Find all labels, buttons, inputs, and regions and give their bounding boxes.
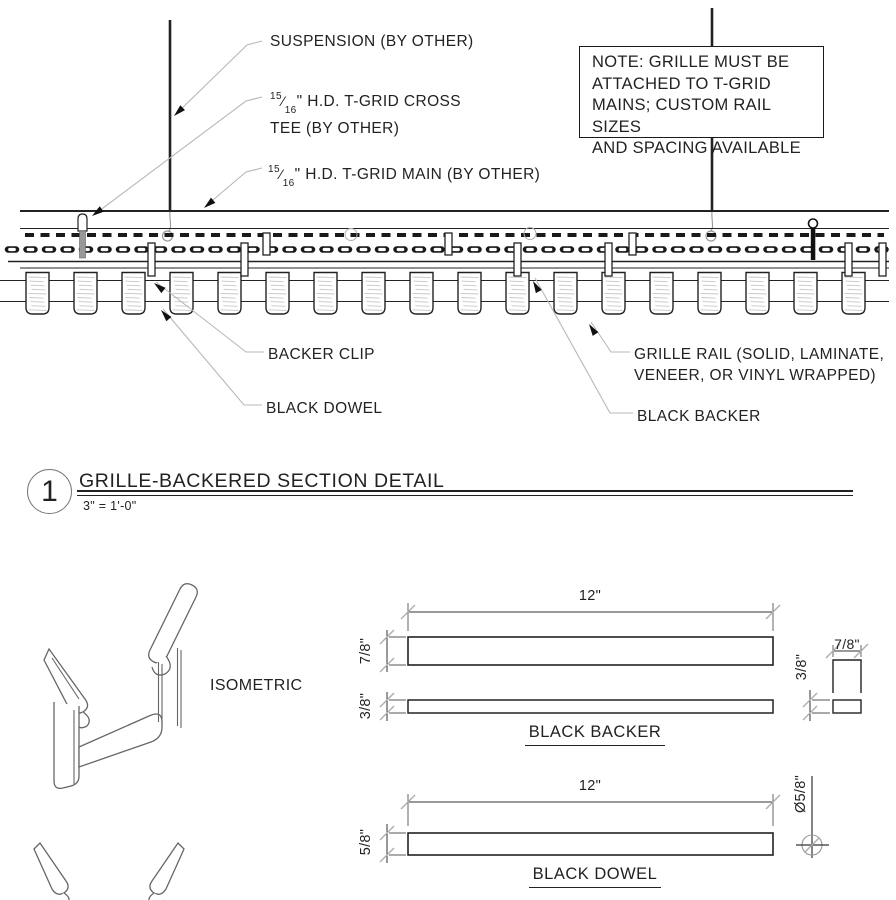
backer-length-dim: 12" [578, 588, 602, 604]
note-line: AND SPACING AVAILABLE [592, 139, 801, 157]
detail-number-bubble: 1 [27, 469, 72, 514]
dowel-length-dim: 12" [578, 778, 602, 794]
note-line: MAINS; CUSTOM RAIL SIZES [592, 96, 771, 136]
black-backer-label: BLACK BACKER [637, 408, 761, 425]
dowel-height-dim: 5/8" [358, 828, 374, 856]
backer-bottom-height-dim: 3/8" [358, 692, 374, 720]
grille-rail-label: GRILLE RAIL (SOLID, LAMINATE, VENEER, OR… [634, 346, 885, 384]
backer-end-width-dim: 7/8" [834, 636, 860, 652]
backer-end-thickness-dim: 3/8" [794, 653, 810, 681]
note-box: NOTE: GRILLE MUST BE ATTACHED TO T-GRID … [579, 46, 824, 157]
backer-clips [77, 213, 887, 277]
black-backer-detail-title: BLACK BACKER [515, 722, 675, 746]
t-grid-main-label: 15⁄16" H.D. T-GRID MAIN (BY OTHER) [268, 164, 541, 190]
black-dowel-detail-title: BLACK DOWEL [515, 864, 675, 888]
isometric-label: ISOMETRIC [210, 677, 303, 694]
dowel-diameter-dim: Ø5/8" [793, 774, 809, 814]
note-line: ATTACHED TO T-GRID [592, 74, 771, 93]
dimension-drawings [379, 603, 869, 863]
note-line: NOTE: GRILLE MUST BE [592, 53, 790, 71]
grille-rails [25, 271, 866, 315]
backer-top-height-dim: 7/8" [358, 637, 374, 665]
detail-title: GRILLE-BACKERED SECTION DETAIL [79, 470, 445, 492]
isometric-clip [33, 583, 198, 900]
title-rule-thick [77, 490, 853, 493]
black-dowel-label: BLACK DOWEL [266, 400, 383, 417]
cross-tee-label: 15⁄16" H.D. T-GRID CROSS TEE (BY OTHER) [270, 91, 462, 138]
suspension-label: SUSPENSION (BY OTHER) [270, 33, 474, 50]
backer-clip-label: BACKER CLIP [268, 346, 375, 363]
detail-scale: 3" = 1'-0" [83, 499, 137, 513]
title-rule-thin [77, 494, 853, 496]
leader-lines [92, 40, 633, 414]
